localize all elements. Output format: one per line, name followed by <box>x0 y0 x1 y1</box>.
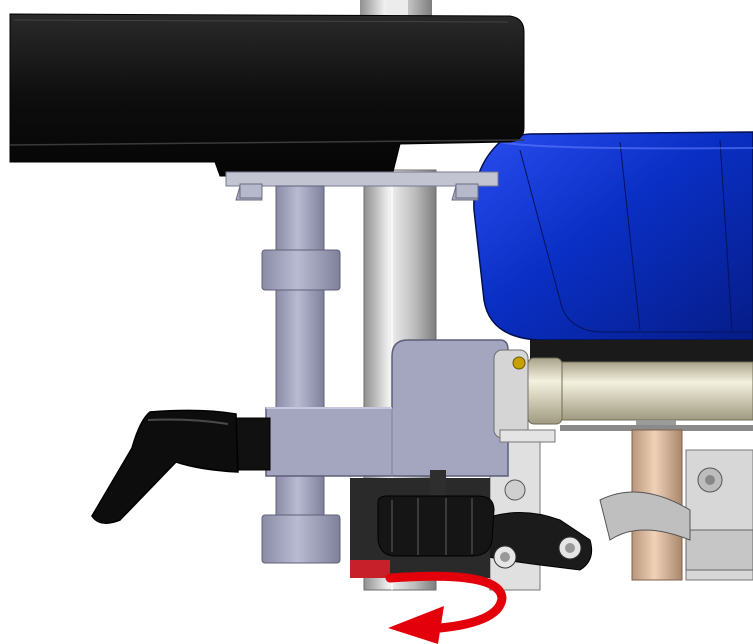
adjustment-rod <box>261 185 341 564</box>
seat-cushion <box>473 131 753 341</box>
upper-pole <box>360 0 432 18</box>
lower-linkage <box>489 439 753 591</box>
clamp-lever-icon[interactable] <box>91 409 271 524</box>
mounting-plate <box>225 171 499 201</box>
clamp-bracket <box>265 339 556 477</box>
housing-accent <box>350 560 390 578</box>
link-arm <box>479 512 593 571</box>
cross-tube <box>527 357 753 431</box>
armrest-pad <box>9 13 525 177</box>
rotation-arrow-icon <box>385 571 507 644</box>
star-knob-icon[interactable] <box>377 470 495 557</box>
seat-base-plate <box>530 340 753 362</box>
